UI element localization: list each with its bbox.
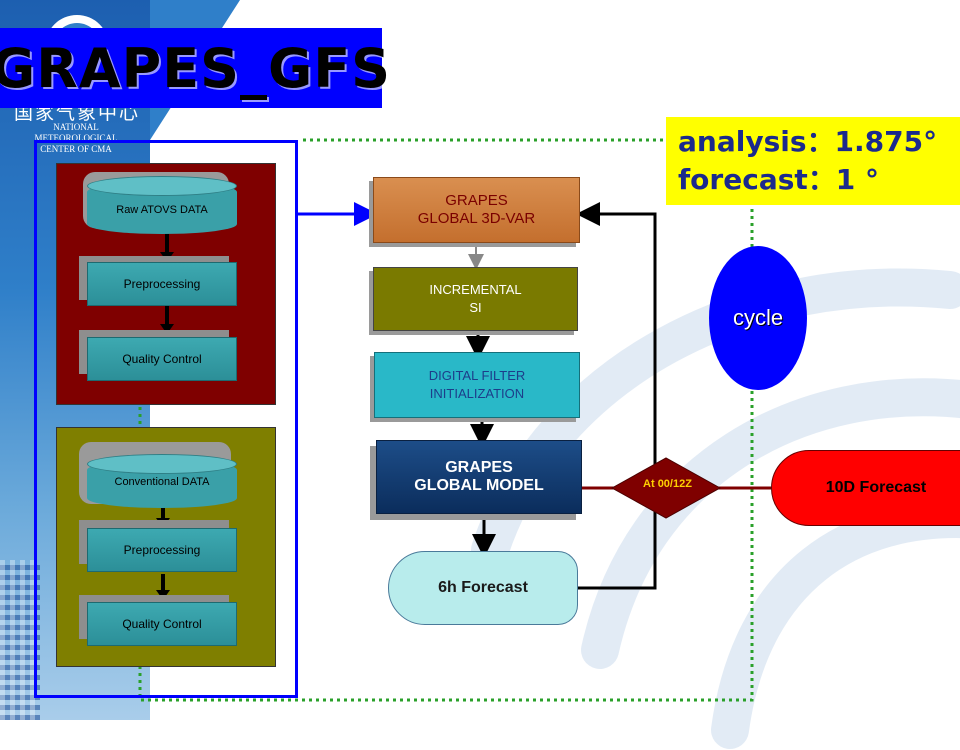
cycle-ellipse: cycle bbox=[709, 246, 807, 390]
cycle-return-arrow bbox=[576, 202, 657, 590]
conventional-data-panel: Conventional DATA Preprocessing Quality … bbox=[56, 427, 276, 667]
pixel-mosaic-decoration bbox=[0, 560, 40, 720]
filter-line1: DIGITAL FILTER bbox=[428, 368, 526, 383]
observation-data-frame bbox=[34, 140, 298, 698]
global-model-box: GRAPES GLOBAL MODEL bbox=[376, 440, 582, 514]
analysis-resolution: analysis：1.875° bbox=[678, 125, 938, 158]
assimilation-line2: GLOBAL 3D-VAR bbox=[417, 210, 536, 227]
dotted-cycle-loop bbox=[138, 138, 754, 702]
model-line2: GLOBAL MODEL bbox=[414, 477, 544, 494]
atovs-arrow-2 bbox=[160, 306, 174, 334]
atovs-source-top bbox=[87, 176, 237, 196]
page-title: GRAPES_GFS bbox=[0, 36, 392, 100]
trigger-label: At 00/12Z bbox=[643, 478, 692, 490]
digital-filter-box: DIGITAL FILTER INITIALIZATION bbox=[374, 352, 580, 418]
atovs-quality-control-step: Quality Control bbox=[87, 337, 237, 381]
conventional-source-top bbox=[87, 454, 237, 474]
incremental-line1: INCREMENTAL bbox=[429, 282, 522, 297]
short-forecast-box: 6h Forecast bbox=[388, 551, 578, 625]
long-forecast-box: 10D Forecast bbox=[771, 450, 960, 526]
cma-name-english-line2: CENTER OF CMA bbox=[40, 144, 112, 154]
incremental-line2: SI bbox=[469, 300, 482, 315]
conventional-preprocessing-step: Preprocessing bbox=[87, 528, 237, 572]
cma-name-english: NATIONAL METEOROLOGICAL CENTER OF CMA bbox=[16, 122, 136, 155]
cma-name-english-line1: NATIONAL METEOROLOGICAL bbox=[34, 122, 118, 143]
model-line1: GRAPES bbox=[445, 459, 513, 476]
atovs-preprocessing-step: Preprocessing bbox=[87, 262, 237, 306]
conventional-quality-control-step: Quality Control bbox=[87, 602, 237, 646]
assimilation-line1: GRAPES bbox=[445, 192, 508, 209]
conventional-source-cylinder: Conventional DATA bbox=[87, 454, 237, 508]
title-banner: GRAPES_GFS bbox=[0, 28, 390, 108]
incremental-si-box: INCREMENTAL SI bbox=[373, 267, 578, 331]
atovs-source-label: Raw ATOVS DATA bbox=[116, 204, 208, 216]
atovs-source-cylinder: Raw ATOVS DATA bbox=[87, 176, 237, 234]
atovs-data-panel: Raw ATOVS DATA Preprocessing Quality Con… bbox=[56, 163, 276, 405]
flow-connectors bbox=[138, 138, 771, 702]
trigger-diamond bbox=[610, 457, 722, 519]
resolution-note: analysis：1.875° forecast：1 ° bbox=[666, 117, 960, 205]
global-3dvar-box: GRAPES GLOBAL 3D-VAR bbox=[373, 177, 580, 243]
conventional-source-label: Conventional DATA bbox=[114, 476, 210, 488]
filter-line2: INITIALIZATION bbox=[429, 386, 525, 401]
forecast-resolution: forecast：1 ° bbox=[678, 163, 879, 196]
